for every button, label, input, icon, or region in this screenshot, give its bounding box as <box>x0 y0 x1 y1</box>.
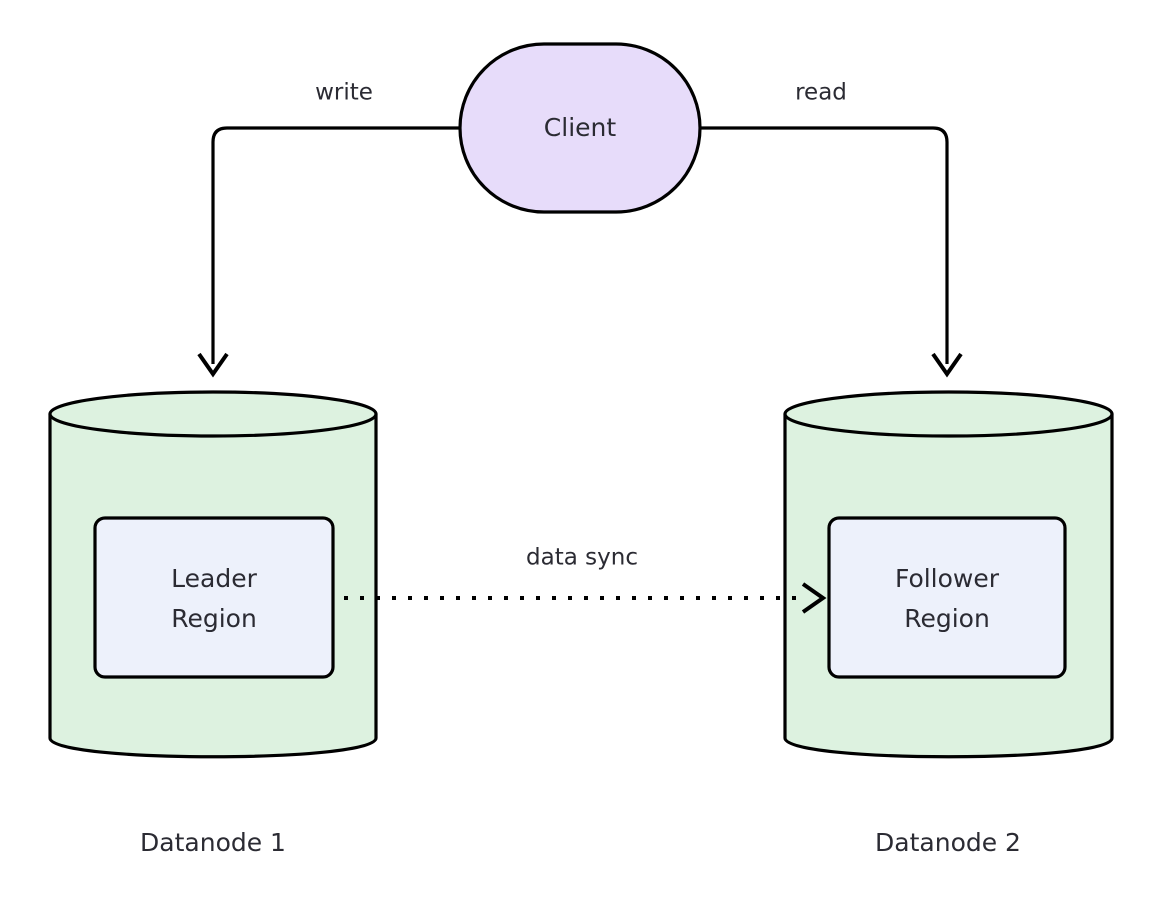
datanode-2-cylinder-top <box>783 390 1114 438</box>
read-edge-label: read <box>795 80 847 106</box>
client-stadium-box <box>458 42 702 214</box>
read-edge-path <box>700 126 949 364</box>
follower-region-label-line1: Follower <box>895 564 1000 593</box>
caption-datanode-2: Datanode 2 <box>875 828 1021 857</box>
follower-region-label-line2: Region <box>904 604 990 633</box>
datanode-1-cylinder-top <box>48 390 378 438</box>
data-sync-edge-label: data sync <box>526 545 638 571</box>
node-follower-region[interactable]: Follower Region <box>827 516 1067 679</box>
data-sync-arrowhead-icon <box>801 582 827 614</box>
edge-read: read <box>700 80 963 378</box>
write-edge-label: write <box>315 80 373 106</box>
node-client[interactable]: Client <box>458 42 702 214</box>
edge-data-sync: data sync <box>344 545 827 614</box>
leader-region-label-line2: Region <box>171 604 257 633</box>
write-edge-path <box>211 126 460 364</box>
caption-datanode-1: Datanode 1 <box>140 828 286 857</box>
write-arrowhead-icon <box>197 352 229 378</box>
read-arrowhead-icon <box>931 352 963 378</box>
edge-write: write <box>197 80 460 378</box>
client-label: Client <box>544 113 617 142</box>
leader-region-label-line1: Leader <box>171 564 257 593</box>
follower-region-box <box>827 516 1067 679</box>
node-leader-region[interactable]: Leader Region <box>93 516 335 679</box>
leader-region-box <box>93 516 335 679</box>
